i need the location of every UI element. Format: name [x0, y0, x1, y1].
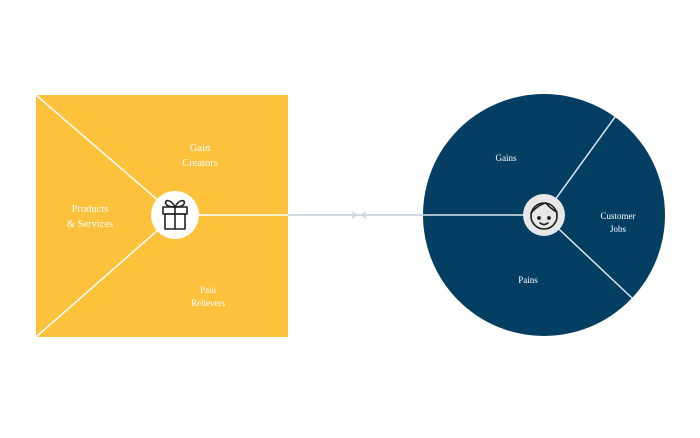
value-map-divider-bottom [35, 214, 176, 338]
fit-arrows-icon [351, 211, 367, 219]
pains-label: Pains [518, 275, 538, 285]
products-services-label: Products & Services [66, 204, 114, 231]
value-map[interactable] [35, 94, 288, 338]
customer-profile-center-circle [523, 194, 565, 236]
value-map-divider-top [35, 94, 176, 216]
gift-icon [162, 199, 188, 230]
face-icon [530, 202, 558, 230]
customer-profile[interactable] [423, 94, 665, 336]
customer-jobs-label: Customer Jobs [600, 211, 636, 235]
pain-relievers-label: Pain Relievers [191, 285, 225, 309]
gain-creators-label: Gain Creators [182, 143, 218, 170]
gains-label: Gains [495, 153, 517, 163]
